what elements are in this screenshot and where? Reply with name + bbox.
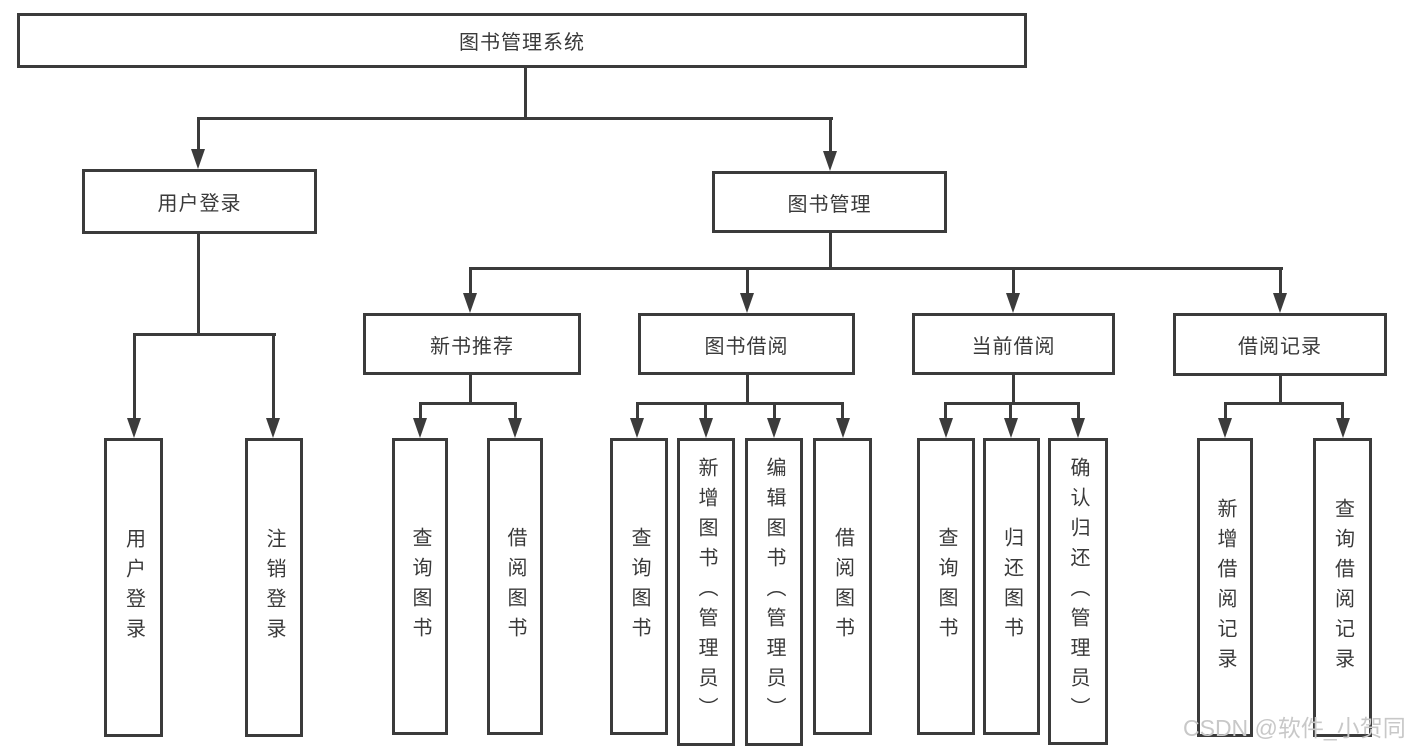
node-leaf-query-book-borrowing: 查询图书: [610, 438, 668, 735]
connector-line: [1341, 402, 1344, 419]
node-leaf-query-book-current: 查询图书: [917, 438, 975, 735]
connector-line: [469, 267, 1283, 270]
node-leaf-edit-book-admin: 编辑图书（管理员）: [745, 438, 803, 746]
arrowhead-down-icon: [266, 418, 280, 438]
node-leaf-return-book: 归还图书: [983, 438, 1040, 735]
connector-line: [746, 375, 749, 405]
connector-line: [829, 117, 832, 152]
watermark-main-text: CSDN @软件_小贺同: [1183, 715, 1405, 741]
node-leaf-query-borrow-record: 查询借阅记录: [1313, 438, 1372, 737]
connector-line: [746, 267, 749, 294]
connector-line: [1012, 267, 1015, 294]
arrowhead-down-icon: [767, 418, 781, 438]
connector-line: [133, 333, 276, 336]
node-borrow-records: 借阅记录: [1173, 313, 1387, 376]
connector-line: [197, 233, 200, 336]
node-leaf-add-borrow-record: 新增借阅记录: [1197, 438, 1253, 737]
arrowhead-down-icon: [823, 151, 837, 171]
arrowhead-down-icon: [413, 418, 427, 438]
connector-line: [829, 233, 832, 270]
node-root: 图书管理系统: [17, 13, 1027, 68]
connector-line: [524, 68, 527, 119]
connector-line: [197, 117, 200, 150]
arrowhead-down-icon: [1336, 418, 1350, 438]
connector-line: [469, 267, 472, 294]
arrowhead-down-icon: [1273, 293, 1287, 313]
connector-line: [1009, 402, 1012, 419]
arrowhead-down-icon: [1218, 418, 1232, 438]
connector-line: [197, 117, 833, 120]
connector-line: [1077, 402, 1080, 419]
node-leaf-logout: 注销登录: [245, 438, 303, 737]
node-leaf-user-login: 用户登录: [104, 438, 163, 737]
arrowhead-down-icon: [630, 418, 644, 438]
arrowhead-down-icon: [740, 293, 754, 313]
connector-line: [1224, 402, 1344, 405]
connector-line: [1279, 267, 1282, 294]
connector-line: [841, 402, 844, 419]
connector-line: [704, 402, 707, 419]
connector-line: [944, 402, 1080, 405]
arrowhead-down-icon: [508, 418, 522, 438]
node-new-book-recommend: 新书推荐: [363, 313, 581, 375]
connector-line: [1279, 375, 1282, 405]
csdn-watermark: CSDN @软件_小贺同学: [1183, 715, 1405, 743]
arrowhead-down-icon: [463, 293, 477, 313]
connector-line: [636, 402, 844, 405]
node-leaf-query-book-recommend: 查询图书: [392, 438, 448, 735]
connector-line: [469, 375, 472, 405]
node-user-login: 用户登录: [82, 169, 317, 234]
connector-line: [773, 402, 776, 419]
arrowhead-down-icon: [1006, 293, 1020, 313]
arrowhead-down-icon: [939, 418, 953, 438]
node-current-borrowing: 当前借阅: [912, 313, 1115, 375]
node-leaf-borrow-book-recommend: 借阅图书: [487, 438, 543, 735]
connector-line: [419, 402, 517, 405]
arrowhead-down-icon: [127, 418, 141, 438]
arrowhead-down-icon: [1071, 418, 1085, 438]
node-leaf-borrow-book-borrowing: 借阅图书: [813, 438, 872, 735]
connector-line: [514, 402, 517, 419]
node-leaf-confirm-return-admin: 确认归还（管理员）: [1048, 438, 1108, 745]
arrowhead-down-icon: [191, 149, 205, 169]
connector-line: [944, 402, 947, 419]
connector-line: [636, 402, 639, 419]
arrowhead-down-icon: [699, 418, 713, 438]
node-leaf-add-book-admin: 新增图书（管理员）: [677, 438, 735, 746]
connector-line: [1224, 402, 1227, 419]
arrowhead-down-icon: [836, 418, 850, 438]
node-book-borrowing: 图书借阅: [638, 313, 855, 375]
connector-line: [1012, 375, 1015, 405]
connector-line: [419, 402, 422, 419]
connector-line: [272, 333, 275, 419]
arrowhead-down-icon: [1004, 418, 1018, 438]
connector-line: [133, 333, 136, 419]
node-book-management: 图书管理: [712, 171, 947, 233]
